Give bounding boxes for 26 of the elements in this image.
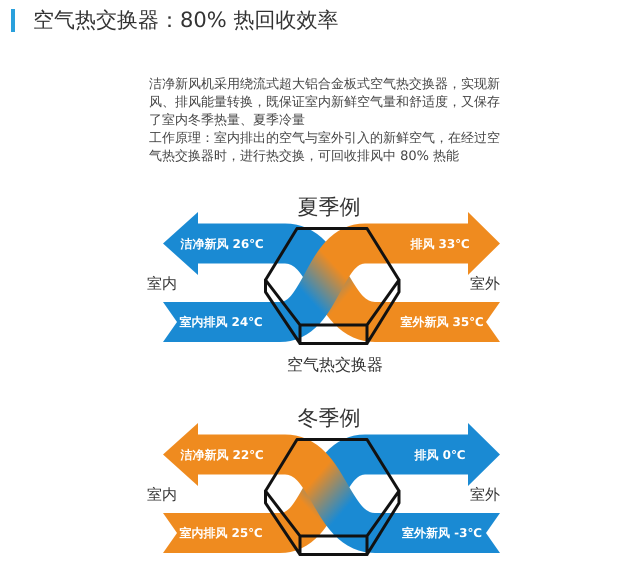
airflow-band-pointed (163, 212, 285, 275)
side-label: 室外 (470, 486, 500, 504)
side-label: 室外 (470, 275, 500, 293)
airflow-band (375, 302, 500, 342)
airflow-band-pointed (163, 423, 285, 486)
flow-label: 排风 0℃ (414, 447, 466, 462)
flow-label: 排风 33℃ (410, 236, 470, 251)
section-heading: 冬季例 (298, 406, 360, 430)
page-title: 空气热交换器：80% 热回收效率 (33, 8, 338, 32)
flow-label: 洁净新风 22℃ (180, 447, 264, 462)
description-text: 洁净新风机采用绕流式超大铝合金板式空气热交换器，实现新风、排风能量转换，既保证室内新鲜空气量和舒适度，又保存了室内冬季热量、夏季冷量 (149, 76, 501, 130)
airflow-band-pointed (365, 212, 500, 275)
flow-label: 室内排风 25℃ (179, 526, 263, 540)
flow-label: 洁净新风 26℃ (180, 236, 264, 251)
flow-label: 室外新风 35℃ (400, 314, 484, 330)
side-label: 室内 (147, 275, 177, 293)
airflow-band (163, 513, 280, 553)
flow-label: 室内排风 24℃ (179, 314, 263, 330)
flow-label: 室外新风 -3℃ (402, 526, 482, 540)
description-text: 工作原理：室内排出的空气与室外引入的新鲜空气，在经过空气热交换器时，进行热交换，可回收排风中 80% 热能 (149, 130, 501, 166)
airflow-band-pointed (365, 423, 500, 486)
airflow-band (375, 513, 500, 553)
exchanger-label: 空气热交换器 (287, 356, 383, 374)
section-heading: 夏季例 (298, 194, 360, 220)
airflow-band (163, 302, 280, 342)
side-label: 室内 (147, 486, 177, 504)
